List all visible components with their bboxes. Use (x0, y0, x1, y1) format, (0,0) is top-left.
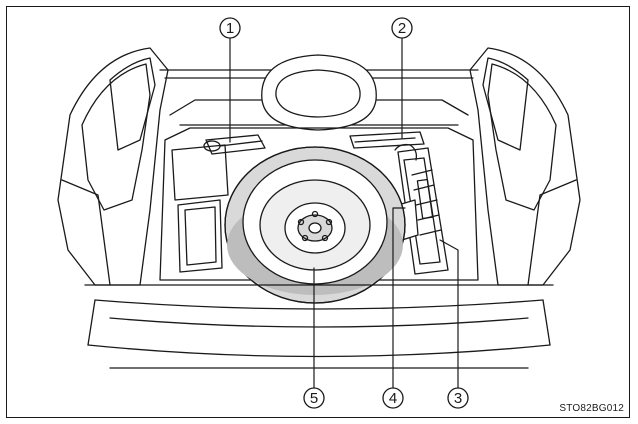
tow-eye-tool (203, 134, 266, 155)
leader-line-4 (392, 207, 406, 389)
callout-3-circle (447, 387, 469, 409)
callout-5-label: 5 (310, 390, 318, 407)
callout-1-label: 1 (226, 20, 234, 37)
image-code: STO82BG012 (559, 403, 624, 414)
spare-tire (224, 146, 406, 304)
leader-line-3 (439, 239, 459, 389)
headrest (261, 54, 377, 131)
callout-2-circle (391, 17, 413, 39)
wheel-nut-wrench (349, 131, 425, 149)
cargo-well (159, 127, 479, 281)
callout-2-label: 2 (398, 20, 406, 37)
callout-4-label: 4 (389, 390, 397, 407)
callout-4-circle (382, 387, 404, 409)
jack (394, 143, 449, 275)
left-storage-box (171, 144, 229, 273)
right-body-side (469, 47, 581, 286)
callout-5-circle (303, 387, 325, 409)
callout-3-label: 3 (454, 390, 462, 407)
callout-1-circle (219, 17, 241, 39)
left-body-side (57, 47, 169, 286)
